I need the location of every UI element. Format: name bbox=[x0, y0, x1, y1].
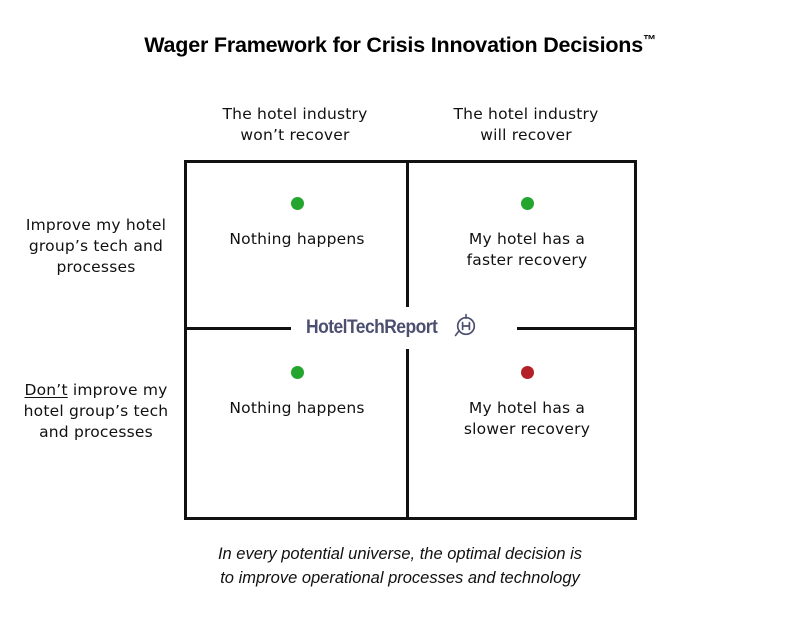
matrix-horizontal-divider-left bbox=[187, 327, 291, 330]
footer-line-1: In every potential universe, the optimal… bbox=[217, 545, 583, 563]
footer-line-2: to improve operational processes and tec… bbox=[220, 569, 580, 587]
quadrant-top-left: Nothing happens bbox=[187, 197, 407, 250]
page-title: Wager Framework for Crisis Innovation De… bbox=[0, 32, 800, 58]
hoteltechreport-circle-h-icon bbox=[453, 313, 479, 343]
logo-wordmark: HotelTechReport bbox=[306, 317, 438, 338]
matrix-vertical-divider-bottom bbox=[406, 349, 409, 520]
row-label-line-1: Don’t improve my bbox=[8, 380, 184, 401]
quadrant-text-line-1: My hotel has a bbox=[468, 230, 586, 248]
hoteltechreport-logo: HotelTechReport bbox=[300, 311, 485, 345]
quadrant-text-line-1: My hotel has a bbox=[468, 399, 586, 417]
outcome-dot-positive bbox=[520, 197, 534, 210]
quadrant-text-line-1: Nothing happens bbox=[229, 230, 365, 248]
row-label-line-3: processes bbox=[56, 258, 136, 276]
quadrant-bottom-right: My hotel has a slower recovery bbox=[417, 366, 637, 440]
column-header-line-1: The hotel industry bbox=[222, 105, 368, 123]
column-header-line-1: The hotel industry bbox=[453, 105, 599, 123]
outcome-dot-positive bbox=[290, 366, 304, 379]
column-header-will-recover: The hotel industry will recover bbox=[415, 104, 637, 146]
outcome-dot-negative bbox=[520, 366, 534, 379]
outcome-dot-positive bbox=[290, 197, 304, 210]
quadrant-matrix: Nothing happens My hotel has a faster re… bbox=[184, 160, 637, 520]
quadrant-top-right: My hotel has a faster recovery bbox=[417, 197, 637, 271]
quadrant-bottom-left: Nothing happens bbox=[187, 366, 407, 419]
row-label-underlined-word: Don’t bbox=[24, 381, 68, 399]
column-header-line-2: will recover bbox=[480, 126, 572, 144]
column-header-line-2: won’t recover bbox=[240, 126, 350, 144]
row-label-line-1-rest: improve my bbox=[67, 381, 168, 399]
quadrant-text-line-1: Nothing happens bbox=[229, 399, 365, 417]
page-title-text: Wager Framework for Crisis Innovation De… bbox=[144, 33, 643, 58]
matrix-horizontal-divider-right bbox=[517, 327, 637, 330]
column-header-wont-recover: The hotel industry won’t recover bbox=[184, 104, 406, 146]
footer-caption: In every potential universe, the optimal… bbox=[0, 542, 800, 590]
row-label-line-2: hotel group’s tech bbox=[23, 402, 169, 420]
matrix-vertical-divider-top bbox=[406, 163, 409, 307]
row-label-line-2: group’s tech and bbox=[28, 237, 164, 255]
quadrant-text-line-2: faster recovery bbox=[466, 251, 588, 269]
row-label-line-1: Improve my hotel bbox=[25, 216, 167, 234]
row-label-improve: Improve my hotel group’s tech and proces… bbox=[8, 215, 184, 278]
trademark-symbol: ™ bbox=[642, 32, 656, 47]
row-label-line-3: and processes bbox=[39, 423, 153, 441]
quadrant-text-line-2: slower recovery bbox=[463, 420, 591, 438]
row-label-dont-improve: Don’t improve my hotel group’s tech and … bbox=[8, 380, 184, 443]
